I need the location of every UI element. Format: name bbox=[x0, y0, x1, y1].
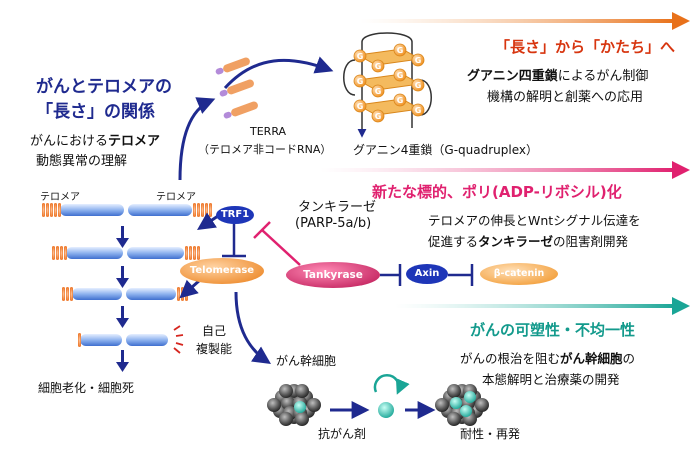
terra-rna-icon bbox=[215, 57, 258, 119]
arrow-to-terra bbox=[178, 97, 216, 181]
tankyrase-inhibits-trf1 bbox=[253, 221, 301, 266]
section2-desc-part2: の阻害剤開発 bbox=[553, 234, 629, 249]
left-desc-part1: がんにおける bbox=[30, 134, 109, 149]
svg-text:G: G bbox=[397, 71, 404, 80]
trf1-inhibition bbox=[222, 222, 246, 258]
senescence-label: 細胞老化・細胞死 bbox=[38, 381, 135, 395]
telomerase-node: Telomerase bbox=[180, 258, 264, 284]
section3-title: がんの可塑性・不均一性 bbox=[470, 321, 636, 339]
cancer-cell-cluster-right bbox=[435, 384, 489, 426]
svg-text:G: G bbox=[397, 96, 404, 105]
terra-label: TERRA bbox=[250, 125, 287, 138]
section1-desc-bold: グアニン四重鎖 bbox=[467, 69, 558, 84]
axin-node: Axin bbox=[406, 264, 448, 284]
resistance-label: 耐性・再発 bbox=[460, 427, 521, 441]
tankyrase-node: Tankyrase bbox=[286, 262, 380, 288]
left-desc-bold: テロメア bbox=[108, 134, 161, 149]
chromosome-1 bbox=[42, 203, 212, 217]
left-desc-line1: がんにおけるテロメア bbox=[30, 130, 160, 149]
surviving-stem-cell bbox=[378, 402, 394, 418]
section3-desc-line2: 本態解明と治療薬の開発 bbox=[482, 372, 620, 387]
self-renewal-label-1: 自己 bbox=[202, 324, 227, 338]
trf1-node: TRF1 bbox=[216, 206, 254, 224]
svg-text:G: G bbox=[375, 87, 382, 96]
tankyrase-inhibits-axin bbox=[380, 264, 402, 286]
telomerase-elongation-arrow bbox=[179, 278, 201, 299]
trf1-arrow bbox=[197, 212, 219, 230]
shortening-arrows bbox=[116, 226, 129, 372]
section2-desc-line2: 促進するタンキラーゼの阻害剤開発 bbox=[428, 231, 628, 250]
svg-text:G: G bbox=[397, 46, 404, 55]
tankyrase-jp-label: タンキラーゼ bbox=[298, 200, 377, 215]
terra-sublabel: （テロメア非コードRNA） bbox=[198, 143, 332, 156]
section1-desc-line1: グアニン四重鎖によるがん制御 bbox=[467, 65, 648, 84]
telomere-shortening-diagram bbox=[42, 203, 212, 354]
section3-desc-part1: がんの根治を阻む bbox=[460, 351, 561, 366]
g-quadruplex-icon: G G G G G G G G G G G G bbox=[343, 32, 432, 138]
section1-desc-part1: によるがん制御 bbox=[557, 69, 649, 84]
telomere-label-left: テロメア bbox=[40, 192, 80, 203]
self-renewal-cycle-arrow bbox=[373, 374, 410, 395]
svg-text:G: G bbox=[357, 102, 364, 111]
svg-text:G: G bbox=[415, 106, 422, 115]
section3-desc-part2: の bbox=[622, 351, 636, 366]
svg-text:G: G bbox=[375, 112, 382, 121]
section3-desc-line1: がんの根治を阻むがん幹細胞の bbox=[460, 348, 635, 367]
telomere-damage-icon bbox=[173, 325, 184, 354]
self-renewal-label-2: 複製能 bbox=[196, 342, 233, 356]
svg-text:G: G bbox=[415, 56, 422, 65]
telomere-label-right: テロメア bbox=[156, 192, 196, 203]
chromosome-3 bbox=[62, 287, 188, 301]
quadruplex-caption: グアニン4重鎖（G-quadruplex） bbox=[353, 143, 538, 157]
tankyrase-sub-label: (PARP-5a/b) bbox=[295, 216, 372, 231]
svg-text:G: G bbox=[357, 77, 364, 86]
chromosome-4 bbox=[78, 325, 184, 354]
bcatenin-node: β-catenin bbox=[480, 263, 558, 285]
axin-inhibits-bcatenin bbox=[448, 264, 474, 286]
drug-label: 抗がん剤 bbox=[318, 427, 367, 441]
section1-title: 「長さ」から「かたち」へ bbox=[495, 38, 676, 56]
arrow-to-quadruplex bbox=[223, 56, 334, 90]
svg-text:G: G bbox=[415, 81, 422, 90]
section1-desc-line2: 機構の解明と創薬への応用 bbox=[487, 90, 644, 105]
banner-arrow-teal bbox=[395, 297, 690, 315]
section2-desc-part1: 促進する bbox=[428, 234, 479, 249]
svg-text:G: G bbox=[375, 62, 382, 71]
left-desc-line2: 動態異常の理解 bbox=[36, 154, 128, 169]
section2-desc-bold: タンキラーゼ bbox=[478, 234, 554, 249]
banner-arrow-orange bbox=[360, 12, 690, 30]
banner-arrow-pink bbox=[320, 161, 690, 179]
self-renewal-arrow bbox=[234, 291, 271, 364]
stemcell-label: がん幹細胞 bbox=[276, 354, 337, 368]
left-title-line2: 「長さ」の関係 bbox=[36, 102, 155, 122]
left-title-line1: がんとテロメアの bbox=[36, 77, 172, 97]
section2-desc-line1: テロメアの伸長とWntシグナル伝達を bbox=[428, 213, 641, 228]
svg-text:G: G bbox=[357, 52, 364, 61]
section2-title: 新たな標的、ポリ(ADP-リボシル)化 bbox=[372, 183, 622, 201]
chromosome-2 bbox=[52, 246, 200, 260]
section3-desc-bold: がん幹細胞 bbox=[560, 351, 623, 366]
cancer-cell-cluster-left bbox=[267, 384, 321, 426]
